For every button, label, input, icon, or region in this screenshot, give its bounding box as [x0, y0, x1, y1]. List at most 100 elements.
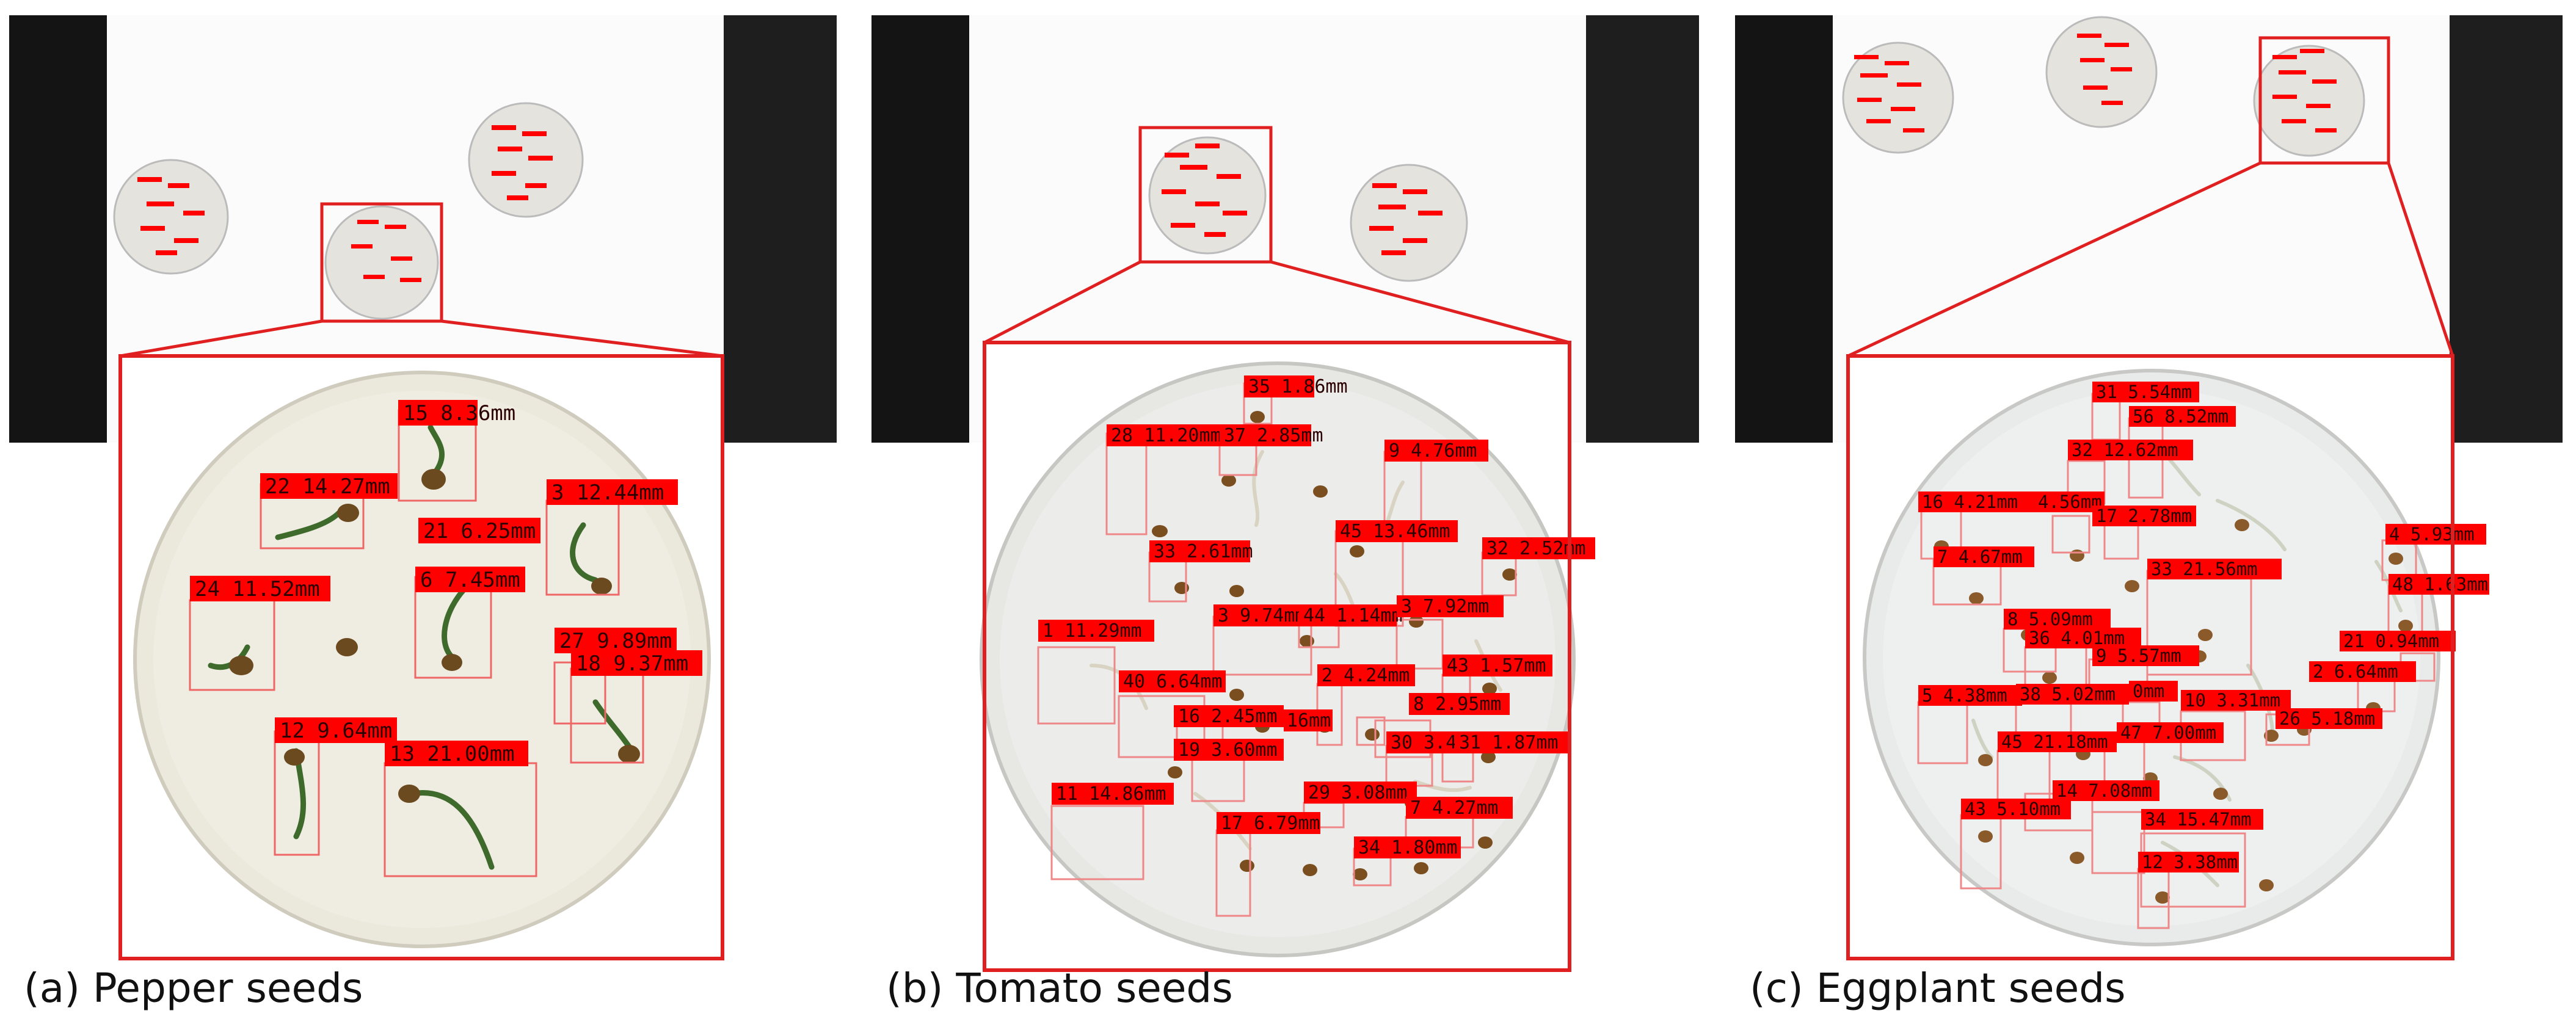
petri-dish-small	[468, 102, 584, 218]
label-text: 3 12.44mm	[551, 481, 664, 505]
label-text: 36 4.01mm	[2029, 628, 2125, 648]
label-text: 35 1.86mm	[1248, 376, 1348, 397]
detection-label: 17 2.78mm	[2092, 506, 2196, 526]
label-text: 9 5.57mm	[2096, 645, 2181, 666]
label-text: 2 6.64mm	[2313, 661, 2398, 682]
mini-label-marks	[1162, 143, 1443, 255]
label-text: 24 11.52mm	[195, 577, 320, 601]
detection-label: 47 7.00mm	[2117, 722, 2224, 743]
detection-label: 36 4.01mm	[2025, 628, 2141, 648]
zoom-source-box	[320, 202, 443, 323]
detection-label: 3 7.92mm	[1397, 595, 1504, 617]
pepper-scene: 15 8.36mm 22 14.27mm 3 12.44mm 21 6.25mm…	[9, 15, 837, 960]
label-text: 1 11.29mm	[1042, 620, 1142, 642]
label-text: 17 2.78mm	[2096, 506, 2192, 526]
label-text: 12 9.64mm	[280, 719, 392, 743]
detection-labels: 31 5.54mm 56 8.52mm 32 12.62mm 16 4.21mm…	[1918, 382, 2489, 872]
petri-dish-small	[324, 205, 439, 320]
detection-label: 21 0.94mm	[2340, 631, 2456, 651]
detection-label: 0mm	[2129, 681, 2178, 702]
zoom-connector-left	[983, 260, 1141, 344]
label-text: 21 6.25mm	[423, 519, 536, 543]
seeds	[229, 469, 640, 803]
zoom-inset-frame	[118, 354, 724, 960]
label-text: 47 7.00mm	[2120, 722, 2216, 743]
zoom-connector-right	[1270, 260, 1570, 344]
detection-label: 28 11.20mm	[1107, 424, 1221, 446]
detection-label: 8 5.09mm	[2004, 609, 2111, 629]
label-text: 8 5.09mm	[2007, 609, 2093, 629]
detection-label: 3 12.44mm	[547, 479, 678, 505]
detection-label: 31 5.54mm	[2092, 382, 2199, 402]
label-text: 40 6.64mm	[1123, 671, 1223, 692]
label-text: 14 7.08mm	[2056, 780, 2152, 801]
label-text: 43 1.57mm	[1447, 655, 1546, 676]
detection-label: 27 9.89mm	[555, 628, 677, 653]
label-text: 21 0.94mm	[2343, 631, 2439, 651]
petri-dish-small	[1842, 42, 1954, 154]
detection-label: 33 21.56mm	[2147, 559, 2282, 579]
label-text: 4.56mm	[2038, 491, 2102, 512]
zoom-connector-left	[120, 319, 322, 358]
label-text: 3 9.74mm	[1218, 605, 1306, 626]
detection-label: 43 1.57mm	[1443, 655, 1552, 676]
label-text: 13 21.00mm	[390, 742, 515, 766]
petri-dish-small	[113, 159, 229, 275]
label-text: 44 1.14mm	[1303, 605, 1403, 626]
detection-label: 56 8.52mm	[2129, 406, 2236, 427]
label-text: 37 2.85mm	[1224, 425, 1323, 446]
eggplant-scene: 31 5.54mm 56 8.52mm 32 12.62mm 16 4.21mm…	[1735, 15, 2563, 960]
label-text: 45 13.46mm	[1340, 521, 1450, 542]
label-text: 3 7.92mm	[1401, 596, 1490, 617]
panel-caption: (a) Pepper seeds	[24, 965, 363, 1012]
zoom-inset-frame	[1846, 354, 2454, 960]
detection-label: 16 2.45mm	[1174, 705, 1284, 727]
detection-label: 18 9.37mm	[571, 650, 702, 676]
label-text: 28 11.20mm	[1111, 425, 1221, 446]
detection-label: 45 21.18mm	[1998, 731, 2117, 752]
panel-tomato-seeds: 35 1.86mm 28 11.20mm 37 2.85mm 9 4.76mm …	[871, 0, 1708, 1030]
detection-label: 48 1.63mm	[2389, 574, 2489, 595]
panel-pepper-seeds: 15 8.36mm 22 14.27mm 3 12.44mm 21 6.25mm…	[9, 0, 846, 1030]
panel-eggplant-seeds: 31 5.54mm 56 8.52mm 32 12.62mm 16 4.21mm…	[1735, 0, 2572, 1030]
label-text: 31 1.87mm	[1459, 732, 1559, 753]
zoom-source-box	[1138, 126, 1273, 264]
detection-label: 6 7.45mm	[415, 567, 525, 592]
detection-label: 10 3.31mm	[2181, 690, 2291, 711]
petri-dish-small	[2253, 45, 2365, 157]
label-text: 16mm	[1287, 710, 1331, 731]
detection-label: 14 7.08mm	[2053, 780, 2159, 801]
dish-inner	[153, 391, 691, 928]
detection-label: 11 14.86mm	[1052, 783, 1174, 805]
detection-label: 34 1.80mm	[1354, 836, 1461, 858]
label-text: 48 1.63mm	[2392, 574, 2488, 595]
detection-label: 33 2.61mm	[1149, 540, 1253, 562]
label-text: 0mm	[2133, 681, 2164, 702]
label-text: 15 8.36mm	[403, 401, 515, 426]
mini-label-marks	[1854, 34, 2337, 132]
detection-labels: 35 1.86mm 28 11.20mm 37 2.85mm 9 4.76mm …	[1038, 375, 1595, 858]
detection-label: 12 9.64mm	[275, 717, 397, 743]
detection-label: 12 3.38mm	[2138, 852, 2239, 872]
label-text: 17 6.79mm	[1221, 813, 1320, 834]
detection-label: 7 4.27mm	[1406, 797, 1513, 819]
tomato-scene: 35 1.86mm 28 11.20mm 37 2.85mm 9 4.76mm …	[871, 15, 1699, 972]
detection-label: 32 12.62mm	[2068, 440, 2193, 460]
label-text: 45 21.18mm	[2001, 731, 2108, 752]
label-text: 9 4.76mm	[1389, 440, 1477, 462]
panel-caption: (b) Tomato seeds	[886, 965, 1233, 1012]
label-text: 7 4.27mm	[1410, 797, 1499, 819]
label-text: 4 5.93mm	[2389, 524, 2475, 545]
label-text: 18 9.37mm	[576, 651, 688, 676]
detection-label: 22 14.27mm	[260, 473, 398, 499]
label-text: 2 4.24mm	[1322, 665, 1410, 686]
dark-side	[1586, 15, 1699, 443]
detection-label: 1 11.29mm	[1038, 620, 1154, 642]
detection-label: 15 8.36mm	[398, 400, 515, 426]
detection-label: 9 4.76mm	[1384, 440, 1488, 462]
detection-label: 16 4.21mm	[1918, 491, 2040, 512]
detection-label: 2 6.64mm	[2309, 661, 2416, 682]
detection-label: 9 5.57mm	[2092, 645, 2199, 666]
detection-label: 34 15.47mm	[2141, 809, 2263, 830]
mini-label-marks	[137, 125, 553, 282]
